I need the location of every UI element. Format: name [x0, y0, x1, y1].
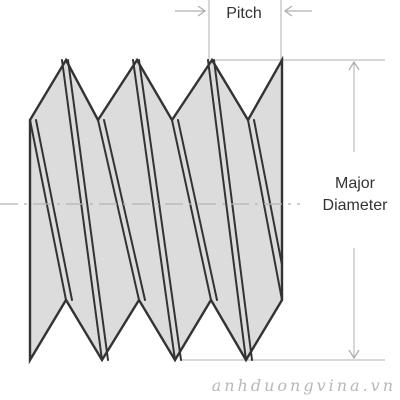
pitch-arrow-right	[283, 5, 312, 17]
major-arrow-bottom	[348, 349, 360, 360]
watermark: anhduongvina.vn	[212, 376, 396, 395]
pitch-arrow-left	[175, 5, 207, 17]
dimension-lines	[180, 0, 385, 361]
thread-flank-lines	[29, 59, 283, 361]
major-arrow-top	[348, 60, 360, 71]
thread-body	[28, 55, 284, 365]
major-diameter-label-line2: Diameter	[323, 197, 389, 214]
major-diameter-label-line1: Major	[335, 175, 376, 192]
pitch-label: Pitch	[226, 5, 262, 22]
